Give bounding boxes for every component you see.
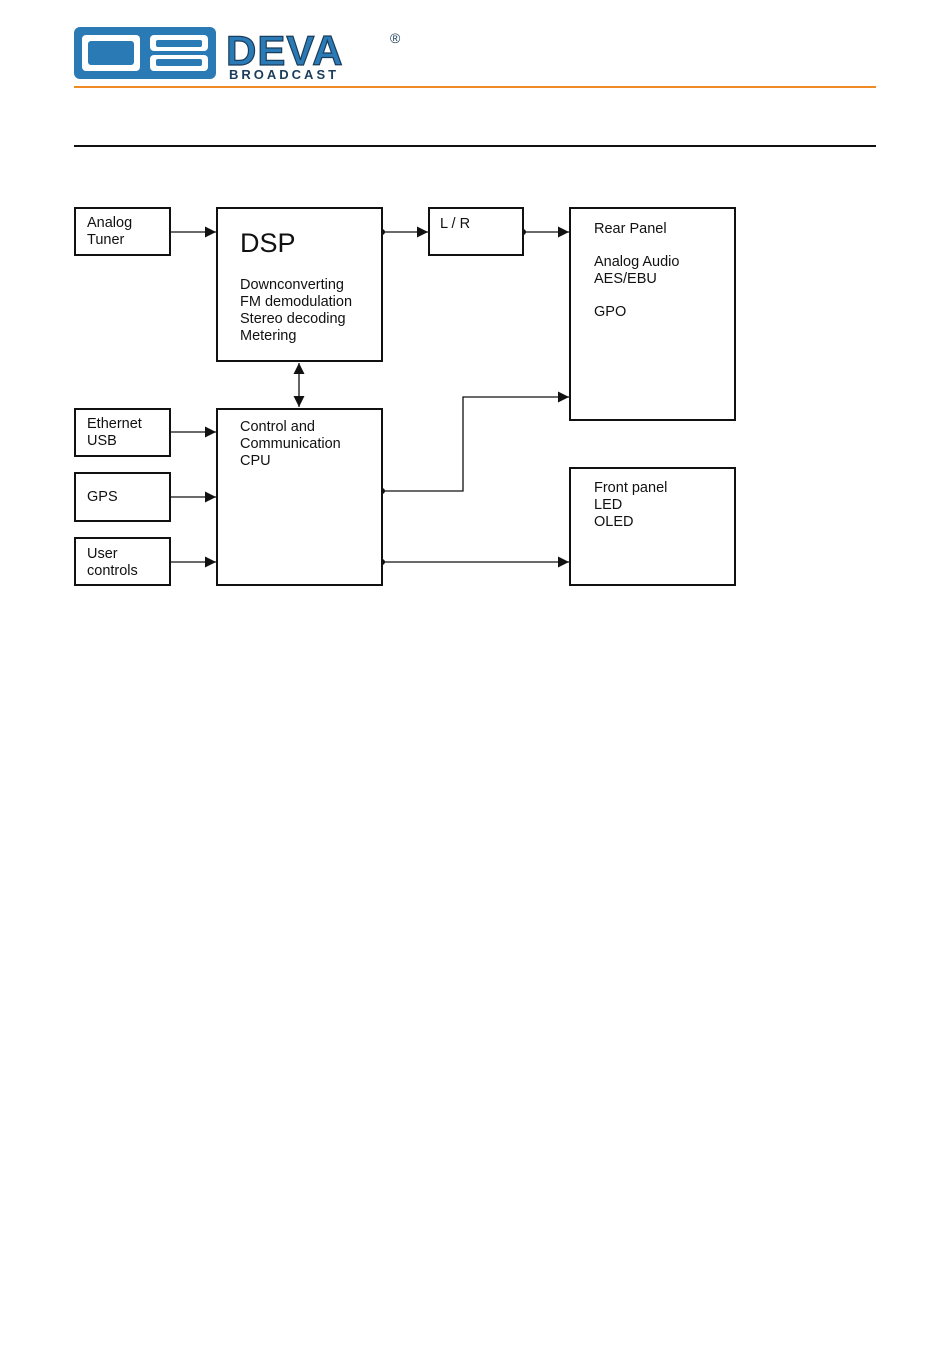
front-panel-title: Front panel: [594, 480, 667, 497]
analog-tuner-line1: Analog: [87, 215, 132, 232]
rear-panel-gpo: GPO: [594, 304, 626, 321]
control-line2: Communication: [240, 436, 341, 453]
rear-panel-aes-ebu: AES/EBU: [594, 271, 657, 288]
lr-label: L / R: [440, 216, 470, 233]
lr-block: L / R: [428, 207, 524, 256]
dsp-line3: Stereo decoding: [240, 311, 346, 328]
dsp-title: DSP: [240, 228, 296, 258]
analog-tuner-block: Analog Tuner: [74, 207, 171, 256]
ethernet-usb-block: Ethernet USB: [74, 408, 171, 457]
ethernet-label: Ethernet: [87, 416, 142, 433]
front-panel-led: LED: [594, 497, 622, 514]
user-controls-block: User controls: [74, 537, 171, 586]
user-controls-line2: controls: [87, 563, 138, 580]
user-controls-line1: User: [87, 546, 118, 563]
gps-label: GPS: [87, 489, 118, 506]
control-line1: Control and: [240, 419, 315, 436]
arrow-control-to-rear: [382, 397, 569, 491]
front-panel-oled: OLED: [594, 514, 634, 531]
dsp-line2: FM demodulation: [240, 294, 352, 311]
front-panel-block: Front panel LED OLED: [569, 467, 736, 586]
gps-block: GPS: [74, 472, 171, 522]
control-cpu-block: Control and Communication CPU: [216, 408, 383, 586]
rear-panel-title: Rear Panel: [594, 221, 667, 238]
rear-panel-analog-audio: Analog Audio: [594, 254, 679, 271]
control-line3: CPU: [240, 453, 271, 470]
dsp-block: DSP Downconverting FM demodulation Stere…: [216, 207, 383, 362]
dsp-line4: Metering: [240, 328, 296, 345]
rear-panel-block: Rear Panel Analog Audio AES/EBU GPO: [569, 207, 736, 421]
usb-label: USB: [87, 433, 117, 450]
analog-tuner-line2: Tuner: [87, 232, 124, 249]
dsp-line1: Downconverting: [240, 277, 344, 294]
